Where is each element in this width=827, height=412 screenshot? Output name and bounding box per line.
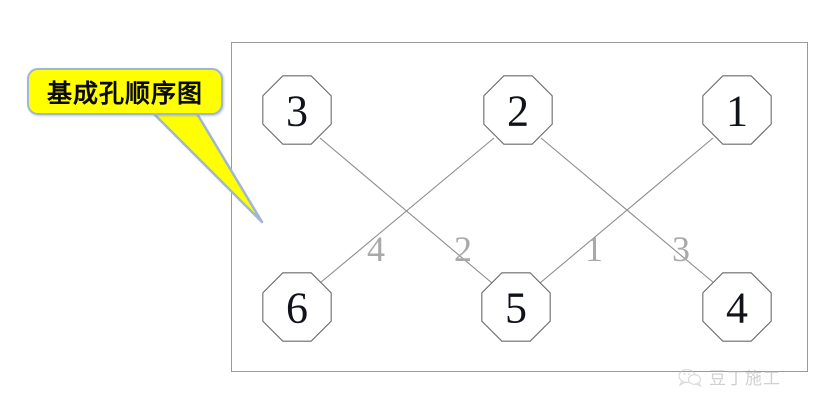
diagram-frame xyxy=(231,42,808,372)
callout-label: 基成孔顺序图 xyxy=(46,78,203,108)
watermark: 豆丁施工 xyxy=(678,364,781,389)
callout-box: 基成孔顺序图 xyxy=(27,68,223,115)
watermark-label: 豆丁施工 xyxy=(709,369,781,389)
wechat-speech-bubble-icon xyxy=(678,368,702,387)
